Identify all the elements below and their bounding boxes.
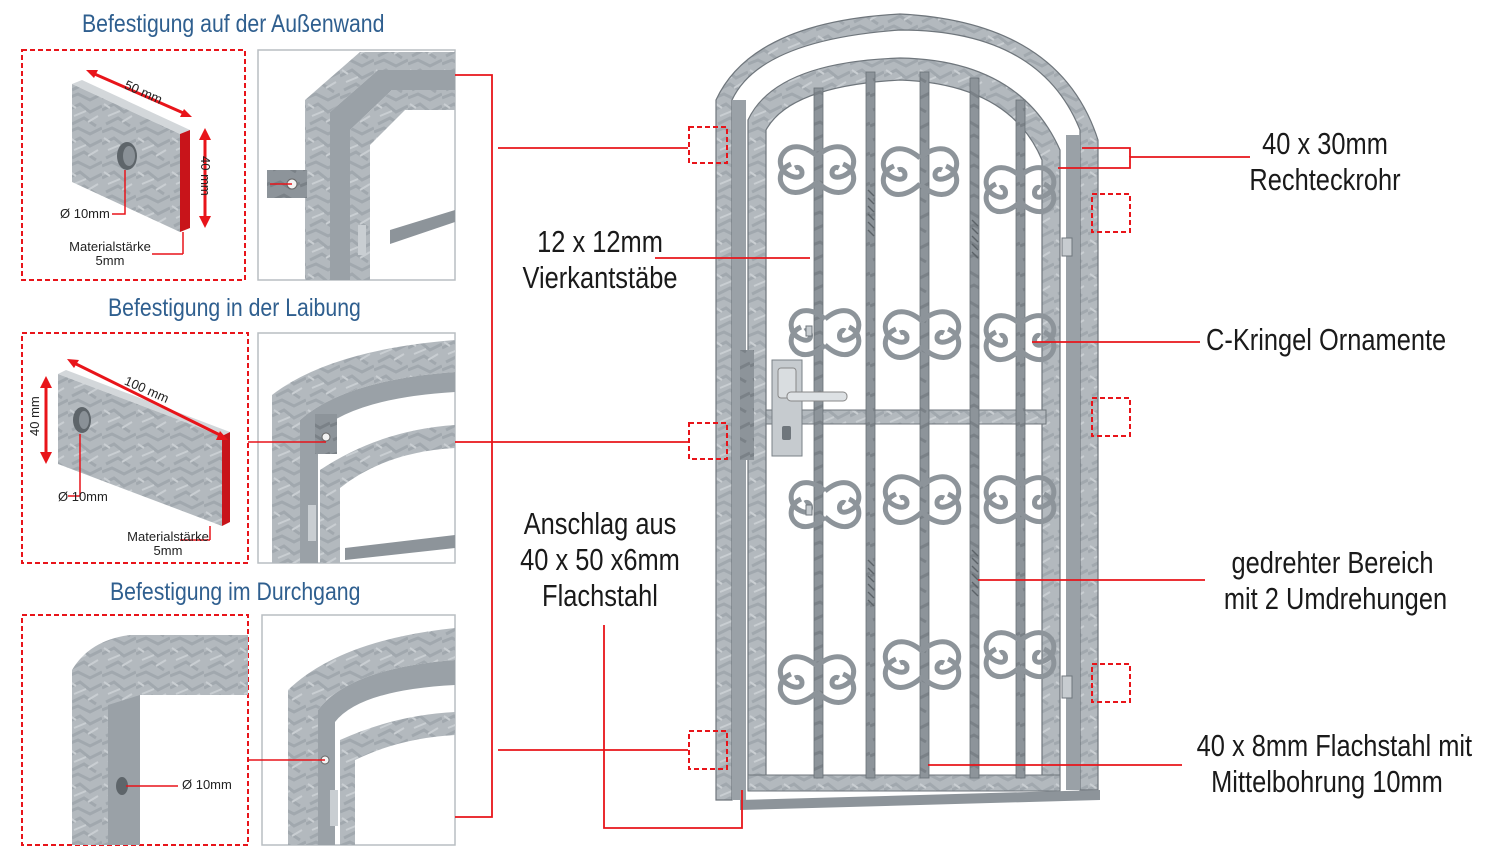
material-label-1: Materialstärke 5mm: [69, 239, 151, 268]
callout-leaders: [603, 147, 1250, 829]
frame-corner-3: [72, 635, 248, 845]
panel-aussenwand: [21, 49, 456, 281]
section-title-laibung: Befestigung in der Laibung: [108, 294, 361, 322]
photo-frame-2: [272, 340, 455, 563]
leader-lines-left: [455, 74, 688, 818]
material-label-2: Materialstärke 5mm: [127, 529, 209, 558]
dim-height-1: 40 mm: [198, 156, 213, 196]
vertical-bars: [813, 71, 1026, 779]
plate-detail-box-2: [21, 332, 249, 564]
hinges: [805, 237, 1073, 699]
photo-frame-1: [267, 52, 455, 280]
callout-flat-steel: 40 x 8mm Flachstahl mit Mittelbohrung 10…: [1196, 728, 1473, 799]
callout-bars: 12 x 12mm Vierkantstäbe: [522, 224, 678, 295]
hole-label-3: Ø 10mm: [182, 777, 232, 792]
section-title-aussenwand: Befestigung auf der Außenwand: [82, 10, 385, 38]
twisted-sections: [867, 189, 979, 607]
callout-stop: Anschlag aus 40 x 50 x6mm Flachstahl: [520, 506, 680, 613]
hole-label-1: Ø 10mm: [60, 206, 110, 221]
dim-height-2: 40 mm: [27, 396, 42, 436]
panel-laibung: [21, 332, 456, 564]
c-scroll-ornaments: [777, 144, 1057, 705]
section-title-durchgang: Befestigung im Durchgang: [110, 578, 361, 606]
callout-twist: gedrehter Bereich mit 2 Umdrehungen: [1223, 545, 1448, 616]
plate-detail-box-1: [21, 49, 246, 281]
panel-durchgang: [21, 614, 456, 846]
callout-tube: 40 x 30mm Rechteckrohr: [1249, 126, 1401, 197]
gate: [715, 13, 1100, 810]
outer-frame: [715, 13, 1099, 801]
callout-ornaments: C-Kringel Ornamente: [1206, 322, 1447, 357]
lock-and-handle: [740, 350, 848, 460]
hole-label-2: Ø 10mm: [58, 489, 108, 504]
mount-plate-1: [72, 80, 190, 232]
mount-markers: [688, 126, 1131, 770]
